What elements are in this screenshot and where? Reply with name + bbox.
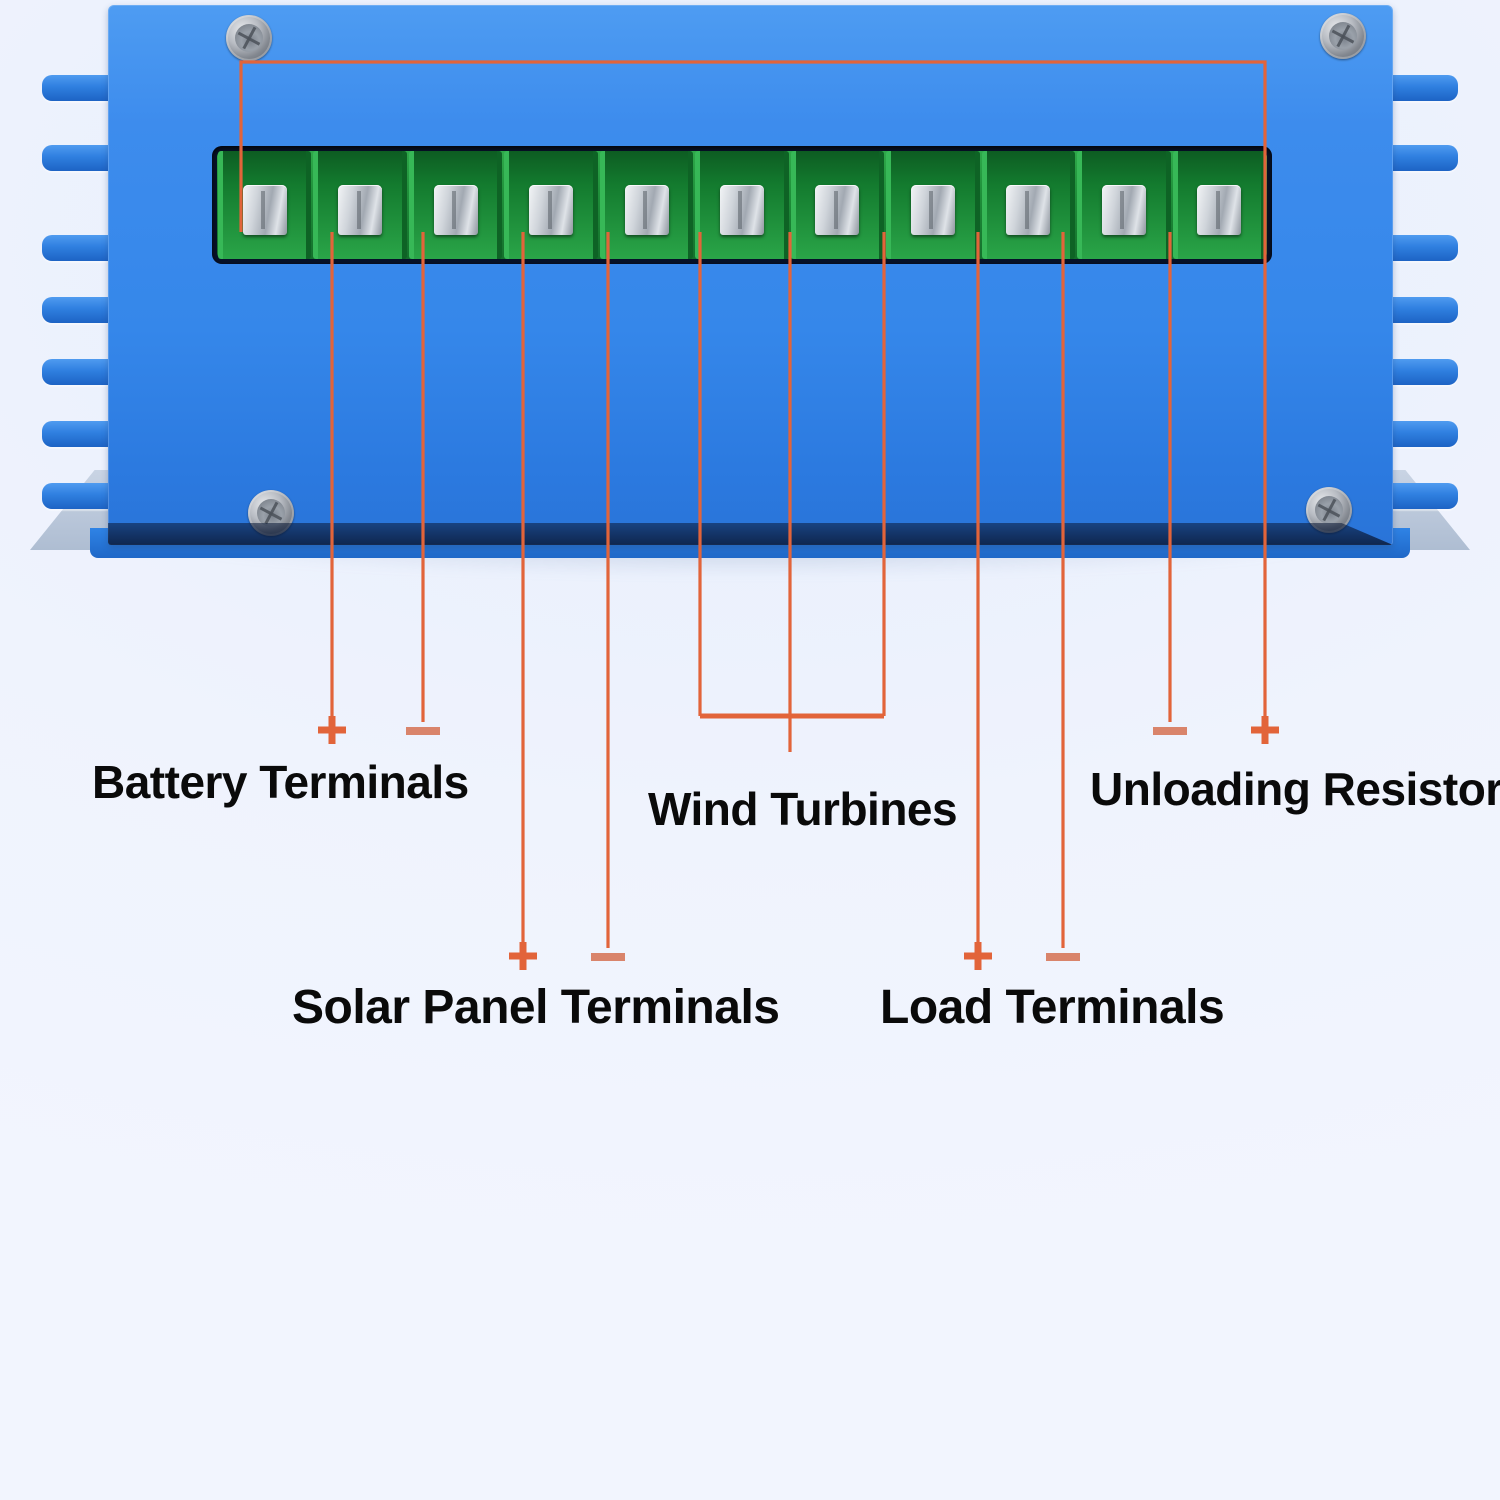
polarity-plus-solar [509, 942, 537, 970]
terminal-screw[interactable] [338, 185, 383, 235]
terminal-slot[interactable] [408, 151, 503, 259]
polarity-minus-unloading [1153, 727, 1187, 735]
terminal-slot[interactable] [504, 151, 598, 259]
polarity-plus-unloading [1251, 716, 1279, 744]
terminal-screw[interactable] [529, 185, 574, 235]
charge-controller-device [30, 0, 1470, 590]
polarity-minus-solar [591, 953, 625, 961]
heatsink-fin [1380, 297, 1458, 323]
label-unloading-resistors: Unloading Resistors [1090, 763, 1500, 815]
terminal-screw[interactable] [433, 185, 478, 235]
terminal-block-recess [212, 146, 1272, 264]
label-wind-turbines: Wind Turbines [648, 783, 958, 835]
polarity-minus-battery [406, 727, 440, 735]
terminal-screw[interactable] [624, 185, 669, 235]
heatsink-fin [42, 235, 120, 261]
terminal-slot[interactable] [218, 151, 312, 259]
terminal-screw[interactable] [910, 185, 955, 235]
terminal-slot[interactable] [599, 151, 694, 259]
terminal-screw[interactable] [1197, 185, 1242, 235]
heatsink-fins-right [1380, 75, 1458, 509]
heatsink-fin [42, 145, 120, 171]
polarity-plus-battery [318, 716, 346, 744]
terminal-slot[interactable] [981, 151, 1076, 259]
heatsink-fin [1380, 145, 1458, 171]
heatsink-fin [42, 483, 120, 509]
heatsink-fin [1380, 359, 1458, 385]
terminal-slot[interactable] [886, 151, 980, 259]
polarity-plus-load [964, 942, 992, 970]
heatsink-fin [1380, 235, 1458, 261]
heatsink-fin [1380, 483, 1458, 509]
terminal-screw[interactable] [815, 185, 860, 235]
terminal-screw[interactable] [1006, 185, 1051, 235]
heatsink-fin [42, 421, 120, 447]
heatsink-fin [42, 359, 120, 385]
terminal-slot[interactable] [1172, 151, 1266, 259]
terminal-screw[interactable] [719, 185, 764, 235]
heatsink-fins-left [42, 75, 120, 509]
heatsink-fin [42, 75, 120, 101]
label-solar-panel-terminals: Solar Panel Terminals [292, 981, 780, 1034]
polarity-minus-load [1046, 953, 1080, 961]
heatsink-fin [1380, 421, 1458, 447]
corner-screw-top-left [226, 15, 272, 61]
device-body [108, 5, 1393, 545]
terminal-slot[interactable] [313, 151, 407, 259]
leader-unloading-plus-route [239, 60, 1267, 722]
label-load-terminals: Load Terminals [880, 981, 1225, 1034]
heatsink-fin [1380, 75, 1458, 101]
terminal-slot[interactable] [1077, 151, 1171, 259]
heatsink-fin [42, 297, 120, 323]
terminal-slot[interactable] [790, 151, 885, 259]
terminal-slot[interactable] [695, 151, 789, 259]
terminal-screw[interactable] [242, 185, 287, 235]
corner-screw-top-right [1320, 13, 1366, 59]
terminal-block [217, 151, 1267, 259]
terminal-screw[interactable] [1101, 185, 1146, 235]
label-battery-terminals: Battery Terminals [92, 756, 469, 808]
